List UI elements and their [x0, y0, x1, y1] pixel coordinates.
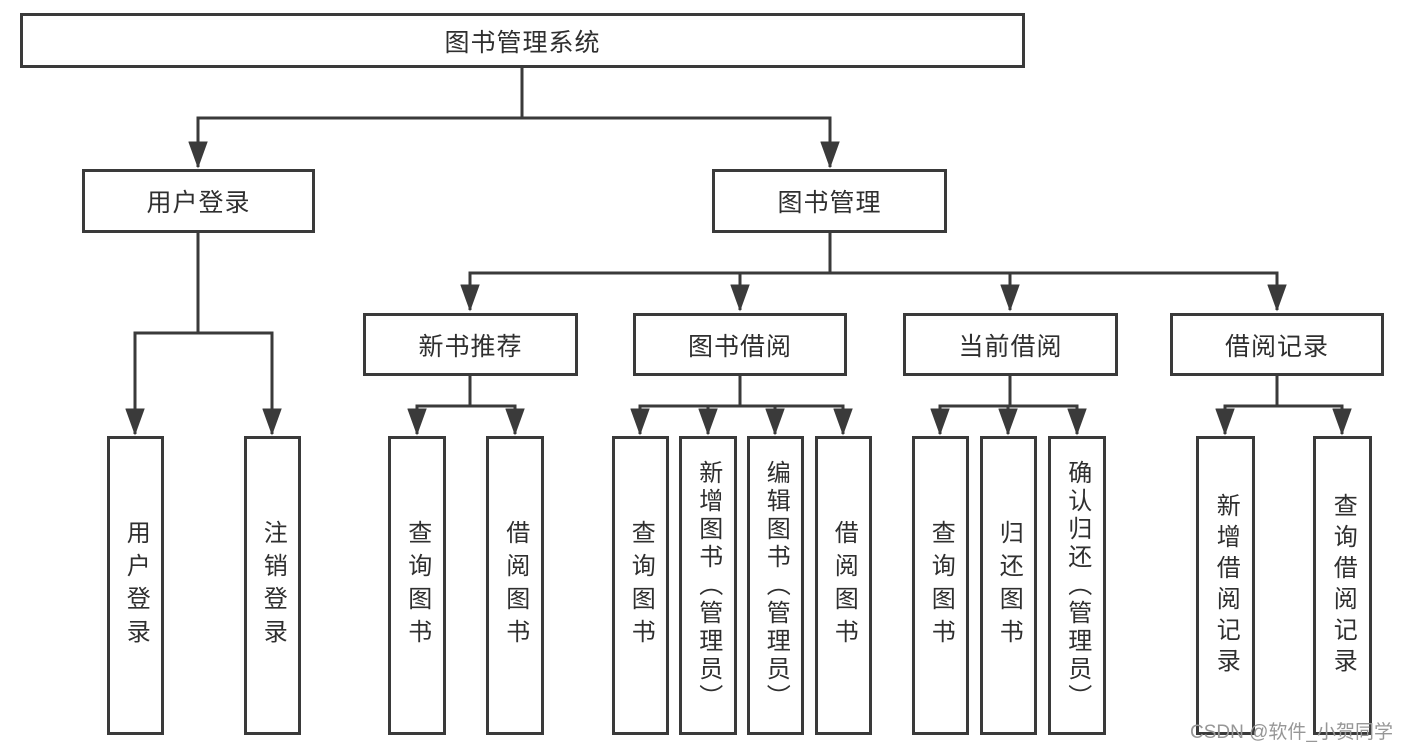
leaf-return-book-label: 归还图书	[995, 519, 1023, 652]
leaf-user-login: 用户登录	[107, 436, 164, 735]
leaf-query-books-3-label: 查询图书	[927, 519, 955, 652]
csdn-watermark: CSDN @软件_小贺同学	[1190, 722, 1393, 743]
leaf-borrow-books-2: 借阅图书	[815, 436, 872, 735]
leaf-borrow-books-1: 借阅图书	[486, 436, 544, 735]
leaf-borrow-books-2-label: 借阅图书	[830, 519, 858, 652]
node-book-management: 图书管理	[712, 169, 947, 233]
leaf-add-book-admin-label: 新增图书（管理员）	[694, 459, 722, 712]
node-new-book-recommend-label: 新书推荐	[418, 332, 523, 361]
leaf-logout: 注销登录	[244, 436, 301, 735]
node-root-label: 图书管理系统	[444, 28, 601, 57]
leaf-query-borrow-record: 查询借阅记录	[1313, 436, 1372, 735]
leaf-logout-label: 注销登录	[259, 519, 287, 652]
leaf-query-books-2-label: 查询图书	[627, 519, 655, 652]
node-borrow-record: 借阅记录	[1170, 313, 1384, 376]
leaf-confirm-return-admin: 确认归还（管理员）	[1048, 436, 1106, 735]
leaf-add-borrow-record-label: 新增借阅记录	[1212, 492, 1240, 679]
leaf-query-borrow-record-label: 查询借阅记录	[1329, 492, 1357, 679]
node-user-login-label: 用户登录	[146, 189, 251, 217]
leaf-query-books-1-label: 查询图书	[403, 519, 431, 652]
leaf-query-books-2: 查询图书	[612, 436, 669, 735]
leaf-confirm-return-admin-label: 确认归还（管理员）	[1063, 459, 1091, 712]
node-root: 图书管理系统	[20, 13, 1025, 68]
leaf-user-login-label: 用户登录	[122, 519, 150, 652]
leaf-edit-book-admin-label: 编辑图书（管理员）	[762, 459, 790, 712]
node-current-borrow: 当前借阅	[903, 313, 1118, 376]
node-new-book-recommend: 新书推荐	[363, 313, 578, 376]
leaf-edit-book-admin: 编辑图书（管理员）	[747, 436, 804, 735]
leaf-query-books-3: 查询图书	[912, 436, 969, 735]
leaf-query-books-1: 查询图书	[388, 436, 446, 735]
node-book-borrow: 图书借阅	[633, 313, 847, 376]
leaf-add-book-admin: 新增图书（管理员）	[679, 436, 737, 735]
leaf-borrow-books-1-label: 借阅图书	[501, 519, 529, 652]
node-book-management-label: 图书管理	[777, 189, 882, 217]
node-user-login: 用户登录	[82, 169, 315, 233]
node-borrow-record-label: 借阅记录	[1224, 332, 1329, 361]
leaf-return-book: 归还图书	[980, 436, 1037, 735]
node-current-borrow-label: 当前借阅	[958, 332, 1063, 361]
leaf-add-borrow-record: 新增借阅记录	[1196, 436, 1255, 735]
node-book-borrow-label: 图书借阅	[687, 332, 792, 361]
